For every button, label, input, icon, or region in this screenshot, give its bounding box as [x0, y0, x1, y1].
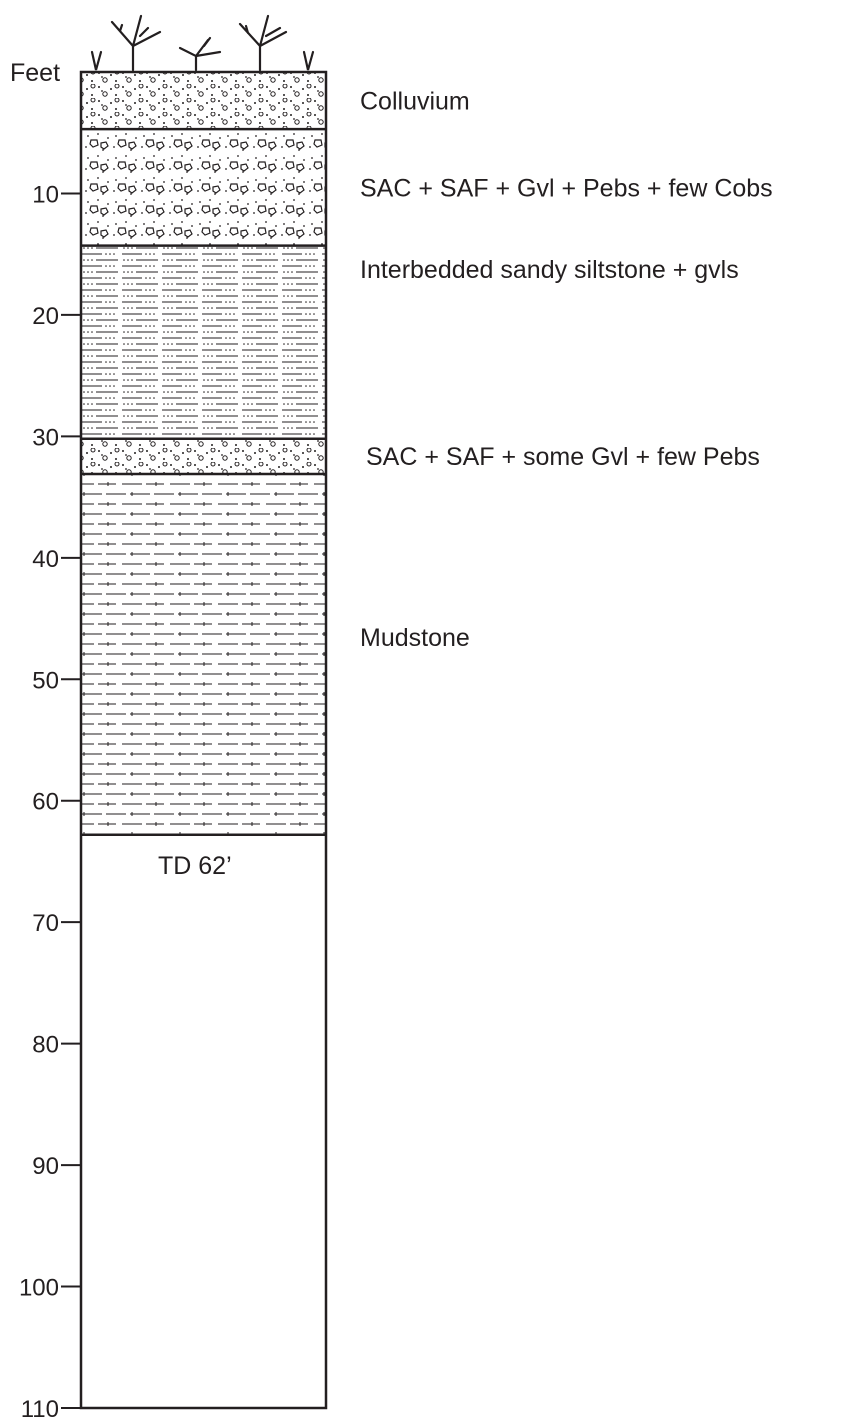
depth-tick-label: 20 [32, 303, 59, 330]
layer-label-sandy-siltstone: Interbedded sandy siltstone + gvls [360, 256, 739, 284]
layer-label-colluvium: Colluvium [360, 88, 470, 116]
layer-label-gravel-sand: SAC + SAF + Gvl + Pebs + few Cobs [360, 174, 773, 202]
depth-tick-label: 70 [32, 910, 59, 937]
layer-sandy-siltstone [81, 245, 326, 439]
layer-sand-gravel [81, 438, 326, 475]
vegetation-icon [90, 14, 315, 72]
layer-mudstone [81, 474, 326, 835]
total-depth-label: TD 62’ [158, 852, 232, 880]
depth-tick-label: 90 [32, 1153, 59, 1180]
depth-tick-label: 30 [32, 424, 59, 451]
depth-axis: 10 20 30 40 50 60 70 80 90 100 110 [19, 181, 81, 1423]
layer-colluvium [81, 72, 326, 130]
axis-unit-label: Feet [10, 59, 60, 87]
depth-tick-label: 110 [21, 1396, 59, 1423]
depth-tick-label: 60 [32, 789, 59, 816]
layer-gravel-sand [81, 129, 326, 246]
depth-tick-label: 80 [32, 1032, 59, 1059]
depth-tick-label: 100 [19, 1275, 59, 1302]
depth-tick-label: 10 [32, 181, 59, 208]
depth-tick-label: 50 [32, 667, 59, 694]
layer-label-sand-gravel: SAC + SAF + some Gvl + few Pebs [366, 443, 760, 471]
layer-label-mudstone: Mudstone [360, 624, 470, 652]
layers [81, 72, 326, 836]
depth-tick-label: 40 [32, 546, 59, 573]
column-outline [79, 70, 328, 1410]
